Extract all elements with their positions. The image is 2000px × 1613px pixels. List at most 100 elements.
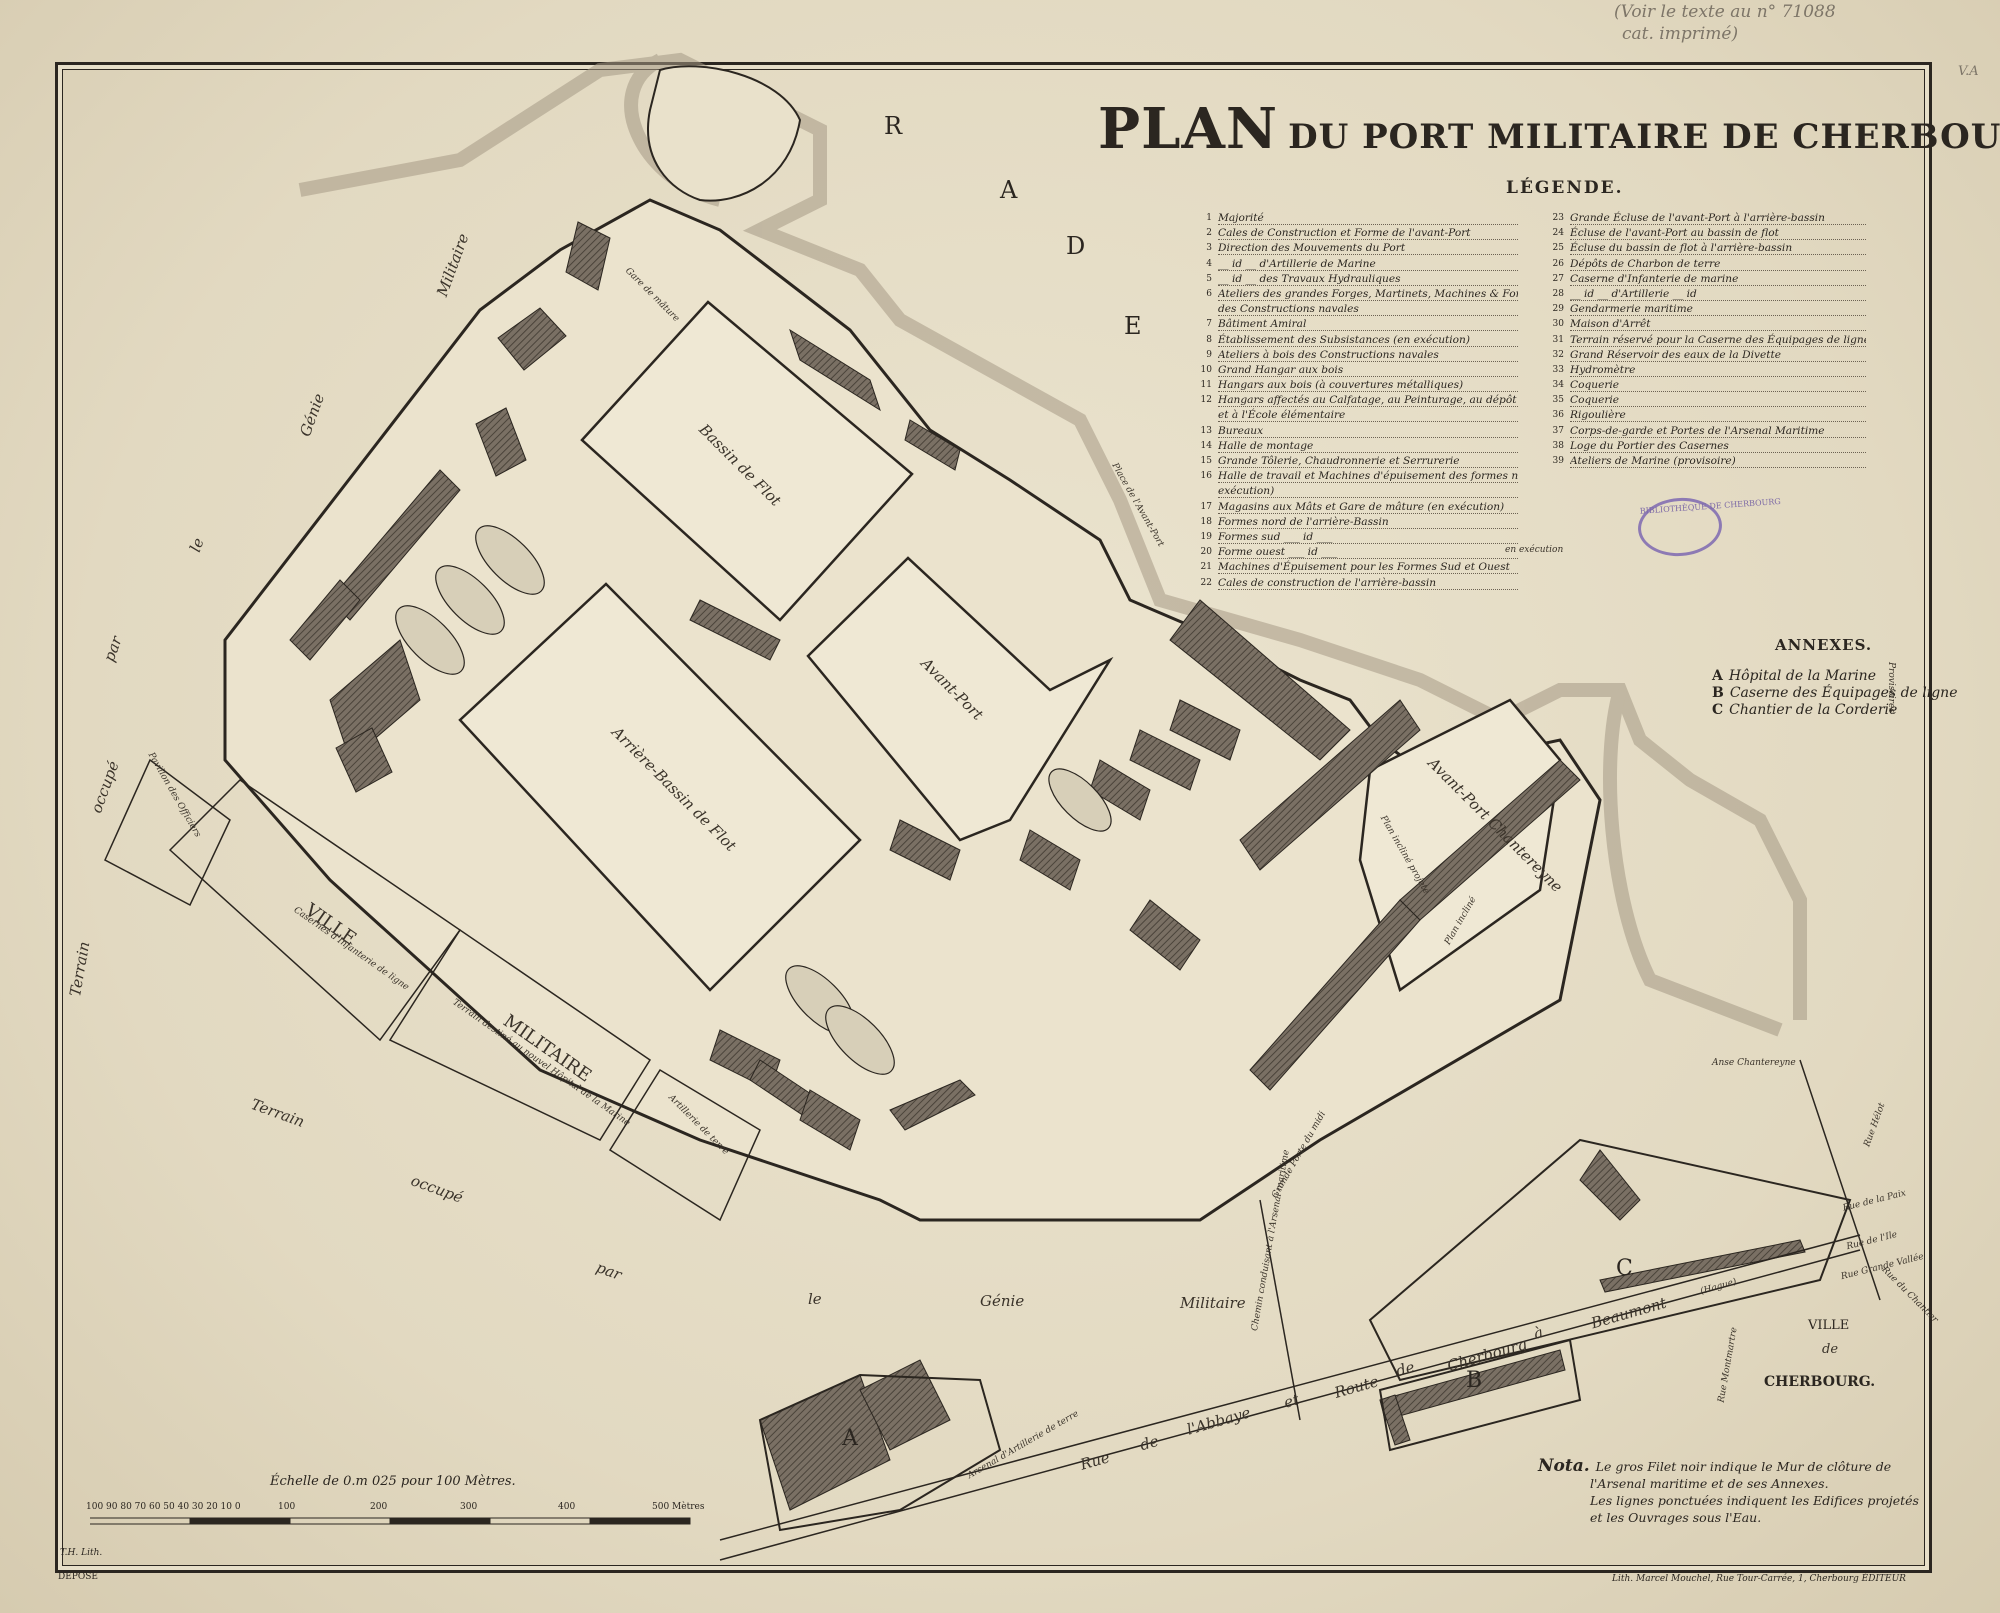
legend-text: Hangars affectés au Calfatage, au Peintu…: [1218, 394, 1518, 408]
scale-tick: 100: [278, 1502, 296, 1512]
legend-text: Caserne d'Infanterie de marine: [1570, 272, 1866, 286]
legend-number: 30: [1552, 319, 1564, 330]
scale-tick: 200: [370, 1502, 388, 1512]
legend-text: __ id __ d'Artillerie __ id: [1570, 287, 1866, 301]
legend-text: Écluse du bassin de flot à l'arrière-bas…: [1570, 241, 1866, 256]
legend-number: 8: [1206, 334, 1212, 345]
legend-text: Hangars aux bois (à couvertures métalliq…: [1218, 378, 1518, 393]
legend-number: 26: [1552, 258, 1564, 269]
legend-entry: exécution): [1188, 484, 1518, 499]
legend-text: Machines d'Épuisement pour les Formes Su…: [1218, 560, 1518, 575]
avant-port: [806, 556, 1114, 842]
legend-number: 4: [1206, 258, 1212, 269]
legend-number: 16: [1200, 471, 1212, 482]
imprint: Lith. Marcel Mouchel, Rue Tour-Carrée, 1…: [1612, 1574, 1906, 1584]
annex-letter-c: C: [1616, 1256, 1633, 1281]
legend-text: Grand Réservoir des eaux de la Divette: [1570, 348, 1866, 362]
legend-brace-note: en exécution: [1505, 545, 1564, 555]
legend-title: LÉGENDE.: [1506, 178, 1624, 198]
legend-number: 5: [1206, 273, 1212, 284]
legend-text: Loge du Portier des Casernes: [1570, 439, 1866, 453]
legend-text: Forme ouest ___ id ___: [1218, 545, 1518, 560]
legend-text: Établissement des Subsistances (en exécu…: [1218, 333, 1518, 347]
map-frame: [55, 62, 1932, 1573]
legend-text: Ateliers des grandes Forges, Martinets, …: [1218, 287, 1518, 301]
annex-B-outline: [1378, 1338, 1582, 1452]
label-genie-bottom: Militaire: [1180, 1294, 1246, 1312]
legend-entry: 9 Ateliers à bois des Constructions naval…: [1188, 348, 1518, 363]
legend-number: 24: [1552, 228, 1564, 239]
annexes-brace-note: Provisoires: [1886, 662, 1896, 713]
legend-text: Bâtiment Amiral: [1218, 317, 1518, 332]
legend-number: 17: [1200, 501, 1212, 512]
annex-letter-b: B: [1466, 1368, 1483, 1393]
legend-text: Écluse de l'avant-Port au bassin de flot: [1570, 226, 1866, 241]
annex-C-outline: [1368, 1138, 1852, 1382]
legend-text: Direction des Mouvements du Port: [1218, 241, 1518, 256]
legend-text: Maison d'Arrêt: [1570, 317, 1866, 332]
legend-entry: 28 __ id __ d'Artillerie __ id: [1540, 287, 1866, 302]
annex-letter-a: A: [842, 1426, 858, 1451]
rade-letter: D: [1066, 232, 1086, 260]
legend-number: 28: [1552, 288, 1564, 299]
scale-label: Échelle de 0.m 025 pour 100 Mètres.: [270, 1474, 516, 1489]
depose-mark: DÉPOSÉ: [58, 1572, 98, 1582]
legend-text: Ateliers à bois des Constructions navale…: [1218, 348, 1518, 362]
legend-number: 10: [1200, 364, 1212, 375]
label-anse: Anse Chantereyne: [1712, 1058, 1796, 1068]
title-rest: DU PORT MILITAIRE DE CHERBOURG.: [1288, 117, 2000, 157]
rade-letter: R: [884, 112, 903, 140]
legend-text: Ateliers de Marine (provisoire): [1570, 454, 1866, 468]
scale-tick: 100 90 80 70 60 50 40 30 20 10 0: [86, 1502, 241, 1512]
legend-entry: 30 Maison d'Arrêt: [1540, 317, 1866, 332]
legend-number: 15: [1200, 456, 1212, 466]
label-genie-bottom: Génie: [980, 1292, 1025, 1310]
legend-number: 25: [1552, 243, 1564, 254]
nota-head: Nota.: [1538, 1456, 1590, 1476]
annexes-title: ANNEXES.: [1775, 636, 1873, 654]
legend-text: Halle de travail et Machines d'épuisemen…: [1218, 470, 1518, 484]
legend-text: Majorité: [1218, 211, 1518, 225]
rade-letter: E: [1124, 312, 1142, 340]
bassin-de-flot: [580, 300, 914, 622]
legend-number: 21: [1200, 562, 1212, 573]
legend-entry: 16 Halle de travail et Machines d'épuisem…: [1188, 469, 1518, 484]
handwritten-note: cat. imprimé): [1622, 24, 1739, 44]
legend-text: Rigoulière: [1570, 408, 1866, 423]
legend-number: [1188, 408, 1218, 423]
legend-number: 34: [1552, 380, 1564, 391]
legend-text: Bureaux: [1218, 424, 1518, 438]
legend-text: Halle de montage: [1218, 439, 1518, 453]
label-genie-bottom: le: [808, 1290, 822, 1308]
legend-number: 6: [1206, 288, 1212, 299]
legend-number: 22: [1200, 577, 1212, 588]
legend-number: 13: [1200, 425, 1212, 436]
legend-number: 9: [1206, 349, 1212, 360]
arriere-bassin: [458, 582, 862, 992]
legend-number: 11: [1200, 380, 1212, 391]
legend-number: 20: [1200, 547, 1212, 558]
legend-entry: 6 Ateliers des grandes Forges, Martinets,…: [1188, 287, 1518, 302]
legend-number: 29: [1552, 304, 1564, 315]
scale-tick: 400: [558, 1502, 576, 1512]
legend-text: exécution): [1218, 484, 1518, 499]
label-ville-right: VILLE: [1808, 1318, 1850, 1333]
legend-entry: 11 Hangars aux bois (à couvertures métall…: [1188, 378, 1518, 393]
handwritten-note: (Voir le texte au n° 71088: [1614, 2, 1836, 22]
legend-text: Hydromètre: [1570, 363, 1866, 377]
annex-A: [759, 1359, 951, 1511]
